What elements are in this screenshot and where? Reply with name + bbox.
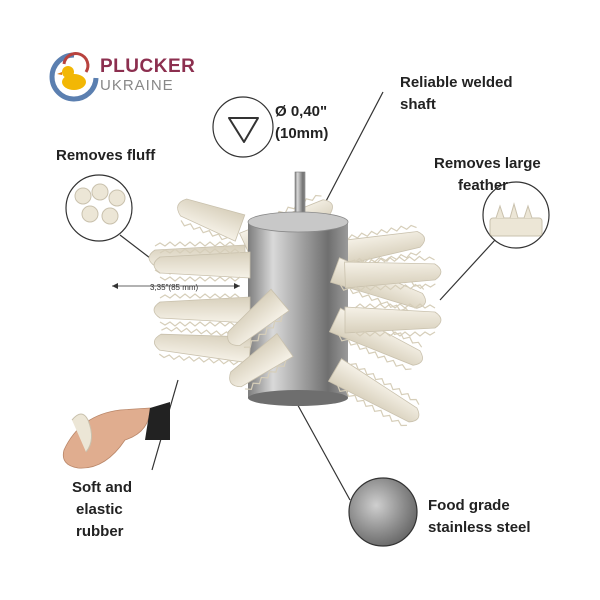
label-food-grade: Food grade [428, 497, 510, 514]
brand-country: UKRAINE [100, 77, 174, 94]
label-soft-and: Soft and [72, 479, 132, 496]
label-shaft-diameter: Ø 0,40" [275, 103, 328, 120]
label-shaft: shaft [400, 96, 436, 113]
label-rubber: rubber [76, 523, 124, 540]
label-shaft-diameter-mm: (10mm) [275, 125, 329, 142]
shaft-section-callout [212, 96, 274, 158]
label-reliable-welded: Reliable welded [400, 74, 513, 91]
brand-name: PLUCKER [100, 56, 196, 77]
label-removes-fluff: Removes fluff [56, 147, 156, 164]
brand-logo-icon [49, 52, 99, 102]
label-stainless-steel: stainless steel [428, 519, 531, 536]
large-feather-callout [482, 181, 550, 249]
hand-squeezing-finger-icon [62, 402, 170, 469]
fluff-nubs-callout [65, 174, 133, 242]
finger-length-label: 3,35"(85 mm) [150, 283, 199, 292]
label-elastic: elastic [76, 501, 123, 518]
steel-sample-callout [348, 477, 418, 547]
label-removes-large: Removes large [434, 155, 541, 172]
dimension-arrow [112, 283, 240, 289]
label-feather: feather [458, 177, 509, 194]
